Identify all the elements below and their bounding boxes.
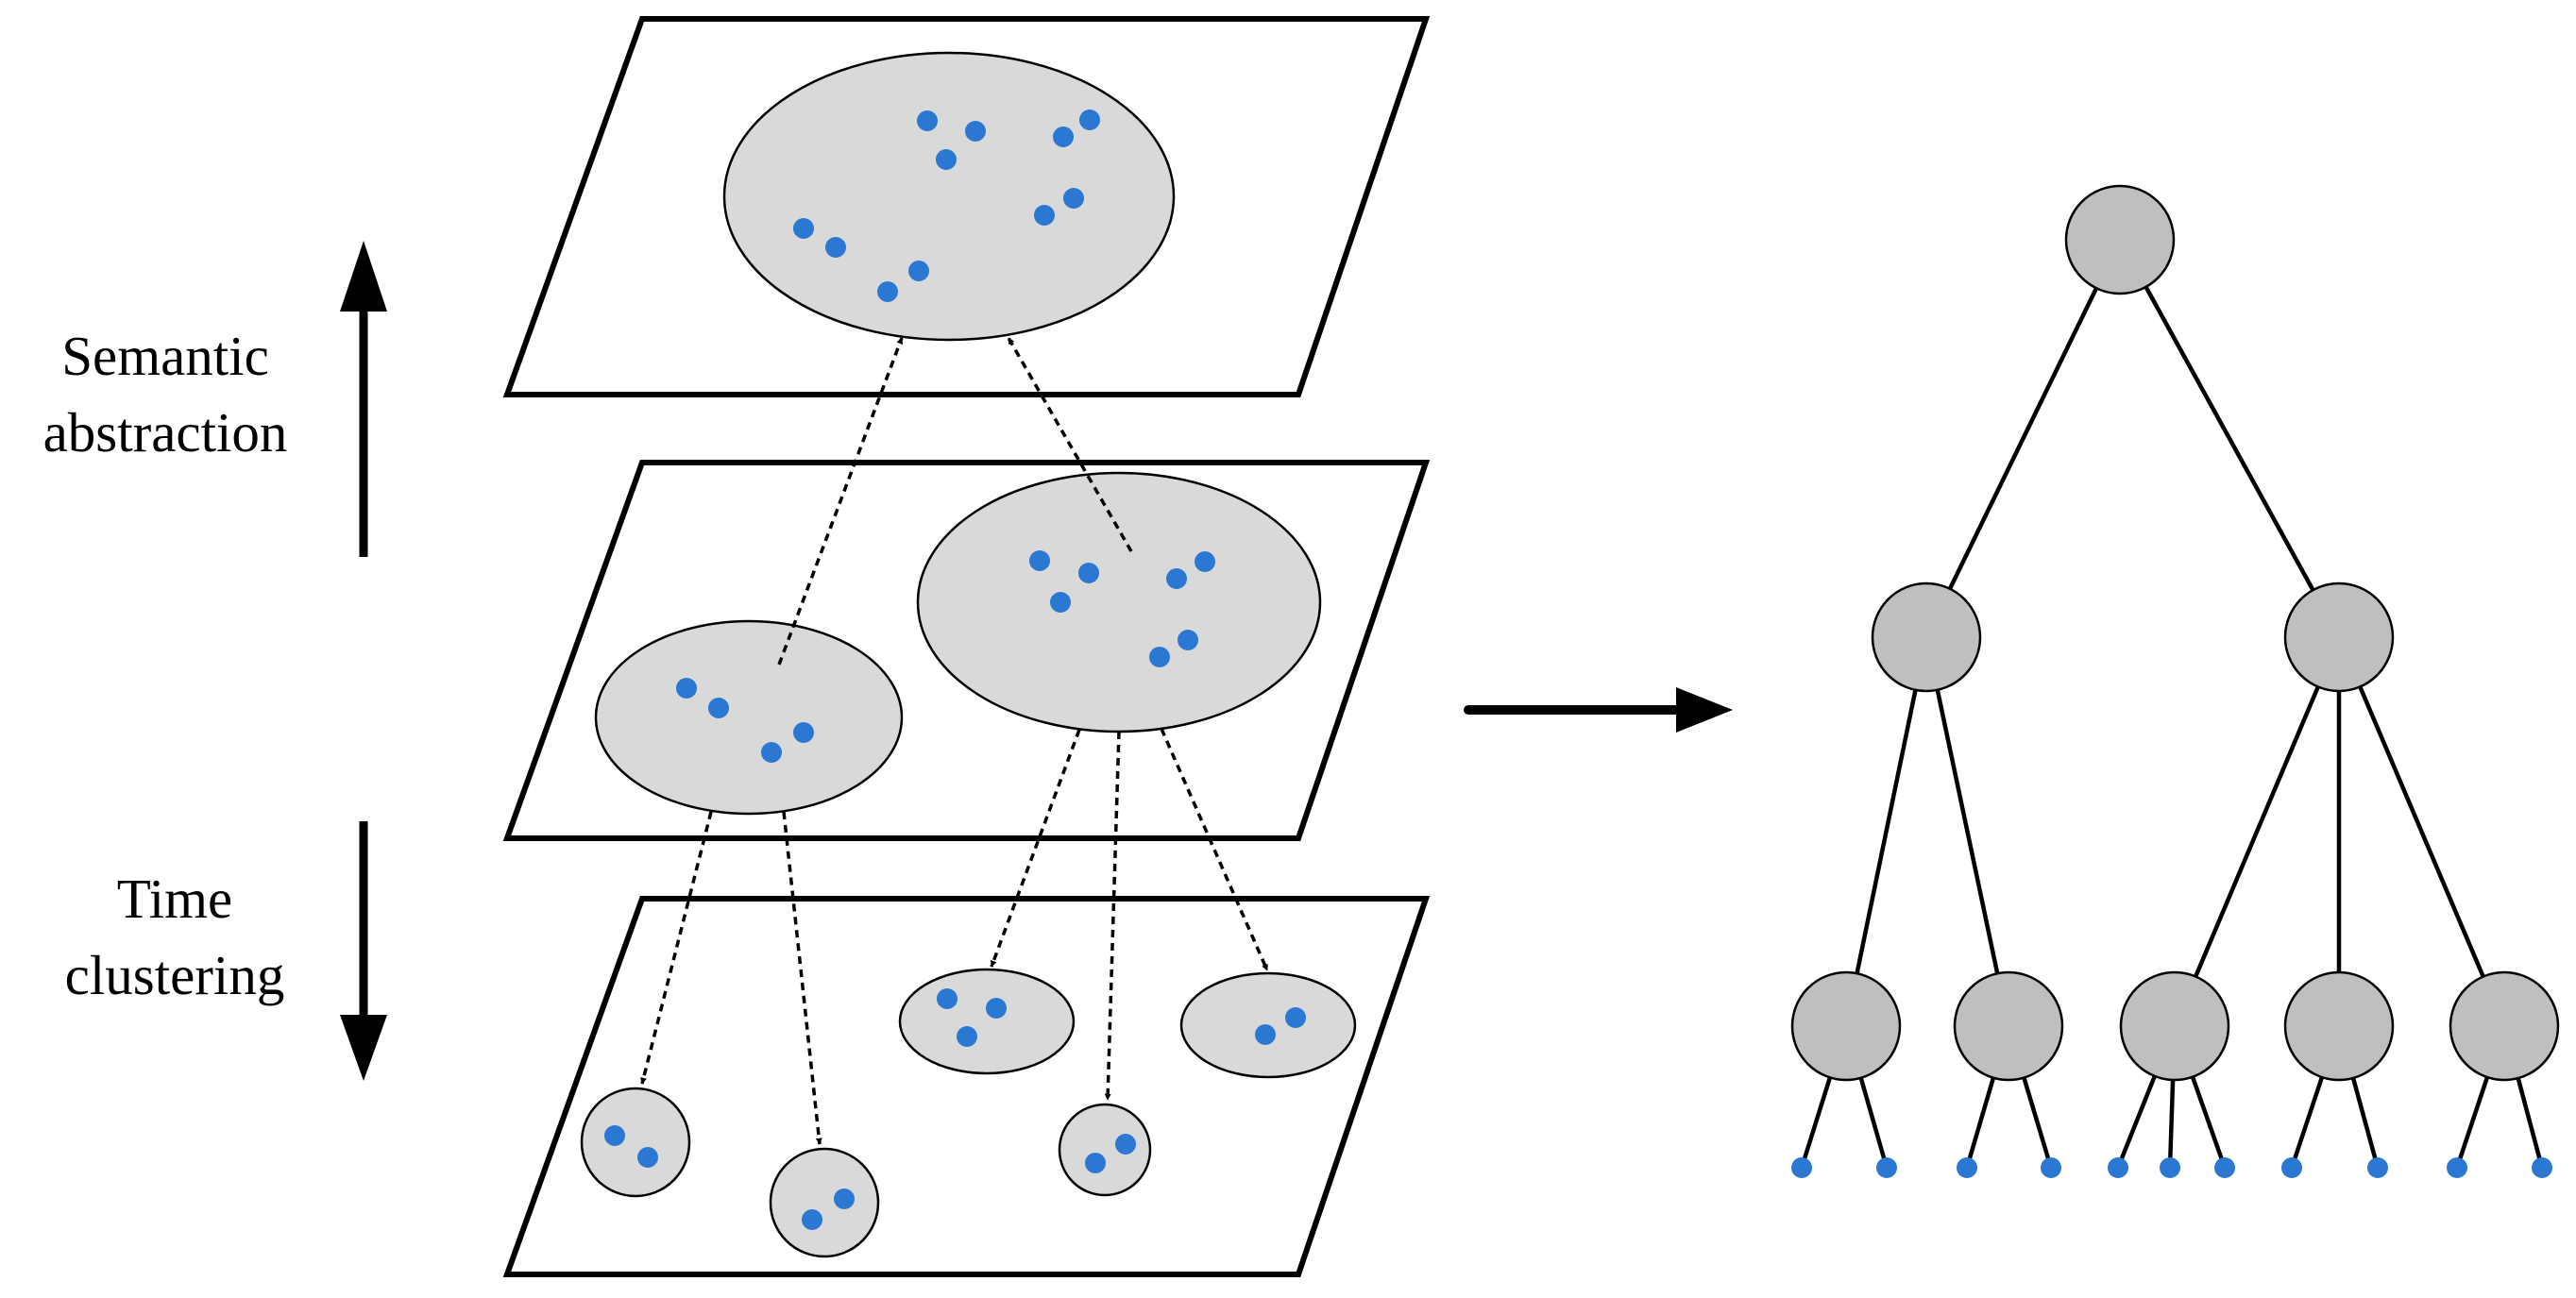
top-cluster: [722, 51, 1176, 342]
semantic-abstraction-label: Semantic abstraction: [43, 325, 288, 464]
down-label-line2: clustering: [65, 944, 285, 1006]
bottom-cluster-4: [1058, 1103, 1152, 1197]
tree-node-l2-2: [1953, 970, 2064, 1082]
tree-node-l2-5: [2449, 970, 2560, 1082]
middle-cluster-left: [594, 619, 904, 816]
tree-root-node: [2064, 184, 2176, 295]
bottom-cluster-3: [898, 968, 1076, 1075]
up-label-line1: Semantic: [61, 325, 269, 387]
tree-node-l1-left: [1871, 582, 1982, 693]
tree-node-l2-4: [2283, 970, 2395, 1082]
middle-cluster-right: [916, 471, 1322, 733]
time-clustering-label: Time clustering: [65, 868, 285, 1006]
bottom-cluster-2: [769, 1147, 880, 1258]
tree-leaves: [1791, 1157, 2552, 1178]
down-label-line1: Time: [117, 868, 232, 930]
tree-node-l2-3: [2119, 970, 2230, 1082]
down-arrow: [340, 821, 387, 1081]
top-cluster-points: [793, 110, 1100, 302]
tree-node-l2-1: [1790, 970, 1902, 1082]
middle-left-points: [676, 678, 814, 763]
tree: [1790, 184, 2560, 1178]
up-arrow: [340, 241, 387, 557]
up-label-line2: abstraction: [43, 401, 288, 464]
dashed-arrows: [640, 337, 1269, 1145]
bottom-cluster-1: [580, 1087, 691, 1198]
bottom-layer-plane: [502, 896, 1431, 1277]
bottom-clusters: [580, 968, 1357, 1258]
middle-right-points: [1029, 550, 1215, 667]
transform-arrow: [1464, 687, 1733, 733]
tree-node-l1-right: [2283, 582, 2395, 693]
